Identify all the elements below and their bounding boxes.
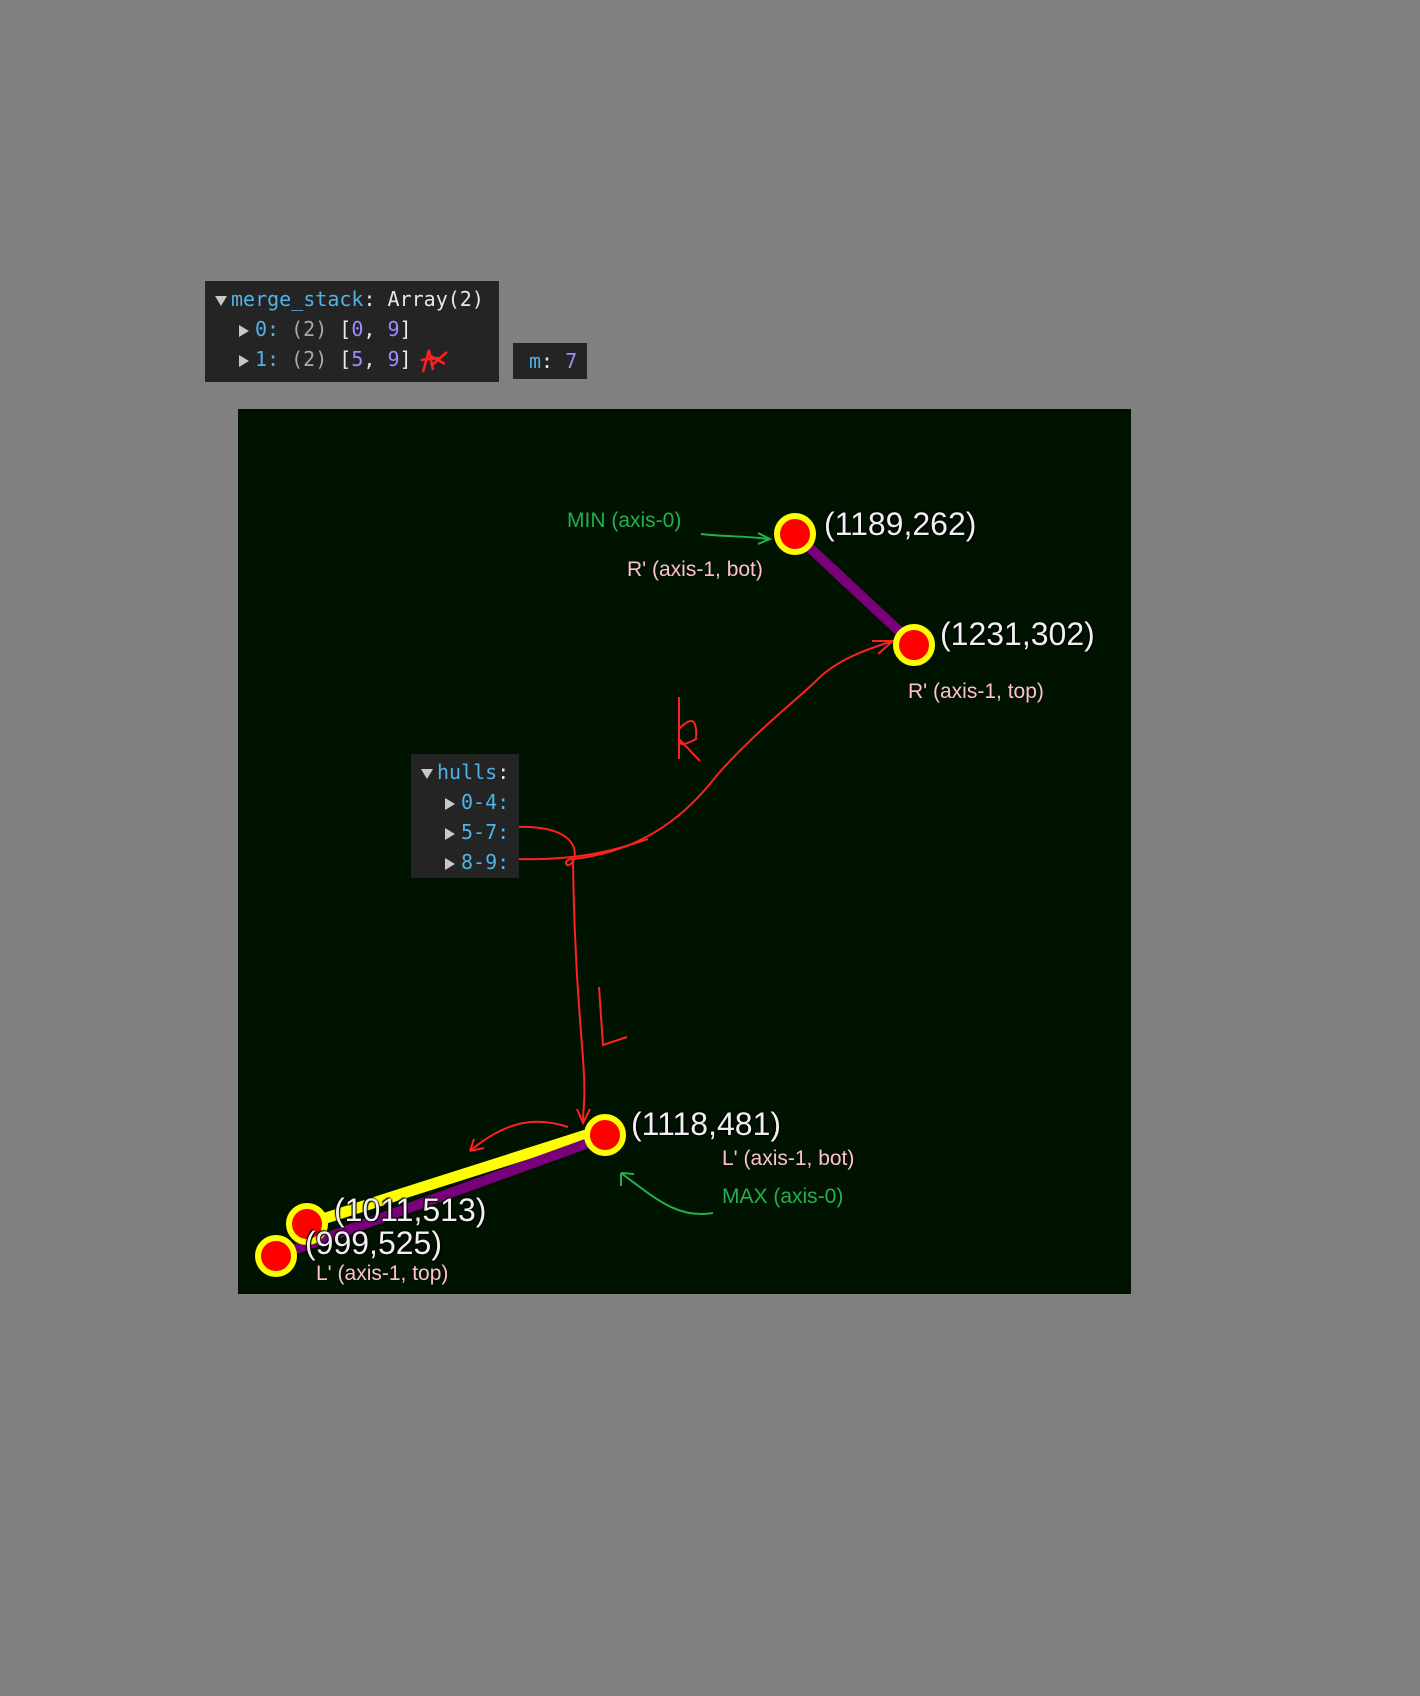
expand-right-icon[interactable]: [445, 857, 455, 870]
coord-label: (1231,302): [940, 616, 1095, 652]
arrowhead-max: [620, 1172, 635, 1186]
point-1118-481[interactable]: [584, 1114, 626, 1156]
merge-stack-item-1[interactable]: 1: (2) [5, 9]: [239, 344, 412, 374]
hulls-item[interactable]: 5-7:: [445, 817, 509, 847]
merge-stack-name: merge_stack: [231, 287, 364, 311]
handwritten-L: [598, 986, 628, 1047]
arrowhead-min: [757, 532, 773, 545]
arrowhead-R: [872, 640, 896, 655]
hulls-panel: hulls: 0-4: 5-7: 8-9:: [411, 754, 519, 878]
canvas-drawing: [255, 513, 935, 1277]
hulls-name: hulls: [437, 760, 498, 784]
green-annotations: [620, 532, 773, 1216]
expand-right-icon[interactable]: [239, 324, 249, 337]
hull-key: 0-4: [461, 790, 498, 814]
expand-right-icon[interactable]: [445, 827, 455, 840]
expand-right-icon[interactable]: [445, 797, 455, 810]
point-1231-302[interactable]: [893, 624, 935, 666]
max-axis0-label: MAX (axis-0): [722, 1185, 844, 1208]
m-key: m: [529, 349, 542, 373]
arrow-max: [620, 1172, 714, 1216]
hulls-row[interactable]: hulls:: [421, 757, 509, 787]
hull-key: 5-7: [461, 820, 498, 844]
arrowhead-L: [576, 1108, 591, 1126]
hull-edge-left: [274, 1132, 607, 1261]
expand-down-icon[interactable]: [421, 768, 433, 779]
merge-stack-item-0[interactable]: 0: (2) [0, 9]: [239, 314, 412, 344]
coord-label: (1189,262): [824, 506, 977, 542]
coord-label: (999,525): [305, 1225, 442, 1261]
item-value: 9: [387, 347, 400, 371]
expand-right-icon[interactable]: [239, 354, 249, 367]
coord-label: (1118,481): [631, 1106, 782, 1142]
hull-canvas: (1189,262) (1231,302) (1118,481) (1011,5…: [238, 409, 1131, 1294]
expand-down-icon[interactable]: [215, 295, 227, 306]
arrow-R: [573, 640, 894, 860]
item-value: 0: [351, 317, 364, 341]
item-index: 1: [255, 347, 268, 371]
handwritten-R: [677, 697, 701, 762]
r-bot-label: R' (axis-1, bot): [627, 558, 763, 581]
hulls-item[interactable]: 0-4:: [445, 787, 509, 817]
point-1189-262[interactable]: [774, 513, 816, 555]
points: [255, 513, 935, 1277]
coord-label: (1011,513): [334, 1192, 487, 1228]
hulls-item[interactable]: 8-9:: [445, 847, 509, 877]
arrow-L: [572, 858, 586, 1122]
min-axis0-label: MIN (axis-0): [567, 509, 682, 532]
point-1011-513[interactable]: [286, 1203, 328, 1245]
red-annotations: [469, 640, 896, 1152]
m-panel: m: 7: [513, 343, 587, 379]
l-bot-label: L' (axis-1, bot): [722, 1147, 855, 1170]
arrowhead-left-small: [469, 1138, 485, 1152]
l-top-label: L' (axis-1, top): [316, 1262, 449, 1285]
point-999-525[interactable]: [255, 1235, 297, 1277]
arrow-8-9: [513, 838, 649, 861]
hull-edge-right: [791, 530, 918, 649]
merge-stack-panel: merge_stack: Array(2) 0: (2) [0, 9] 1: (…: [205, 281, 499, 382]
hull-edge-left-yellow: [305, 1123, 607, 1230]
merge-stack-type: Array(2): [387, 287, 484, 311]
m-row: m: 7: [529, 349, 578, 373]
arrow-left-small: [469, 1120, 569, 1152]
item-value: 5: [351, 347, 364, 371]
merge-stack-row[interactable]: merge_stack: Array(2): [215, 284, 484, 314]
item-length: (2): [291, 347, 328, 371]
r-top-label: R' (axis-1, top): [908, 680, 1044, 703]
arrow-min: [700, 533, 769, 540]
item-length: (2): [291, 317, 328, 341]
item-value: 9: [387, 317, 400, 341]
m-value: 7: [565, 349, 578, 373]
item-index: 0: [255, 317, 268, 341]
scribble-mark-icon: [420, 349, 448, 373]
hull-key: 8-9: [461, 850, 498, 874]
